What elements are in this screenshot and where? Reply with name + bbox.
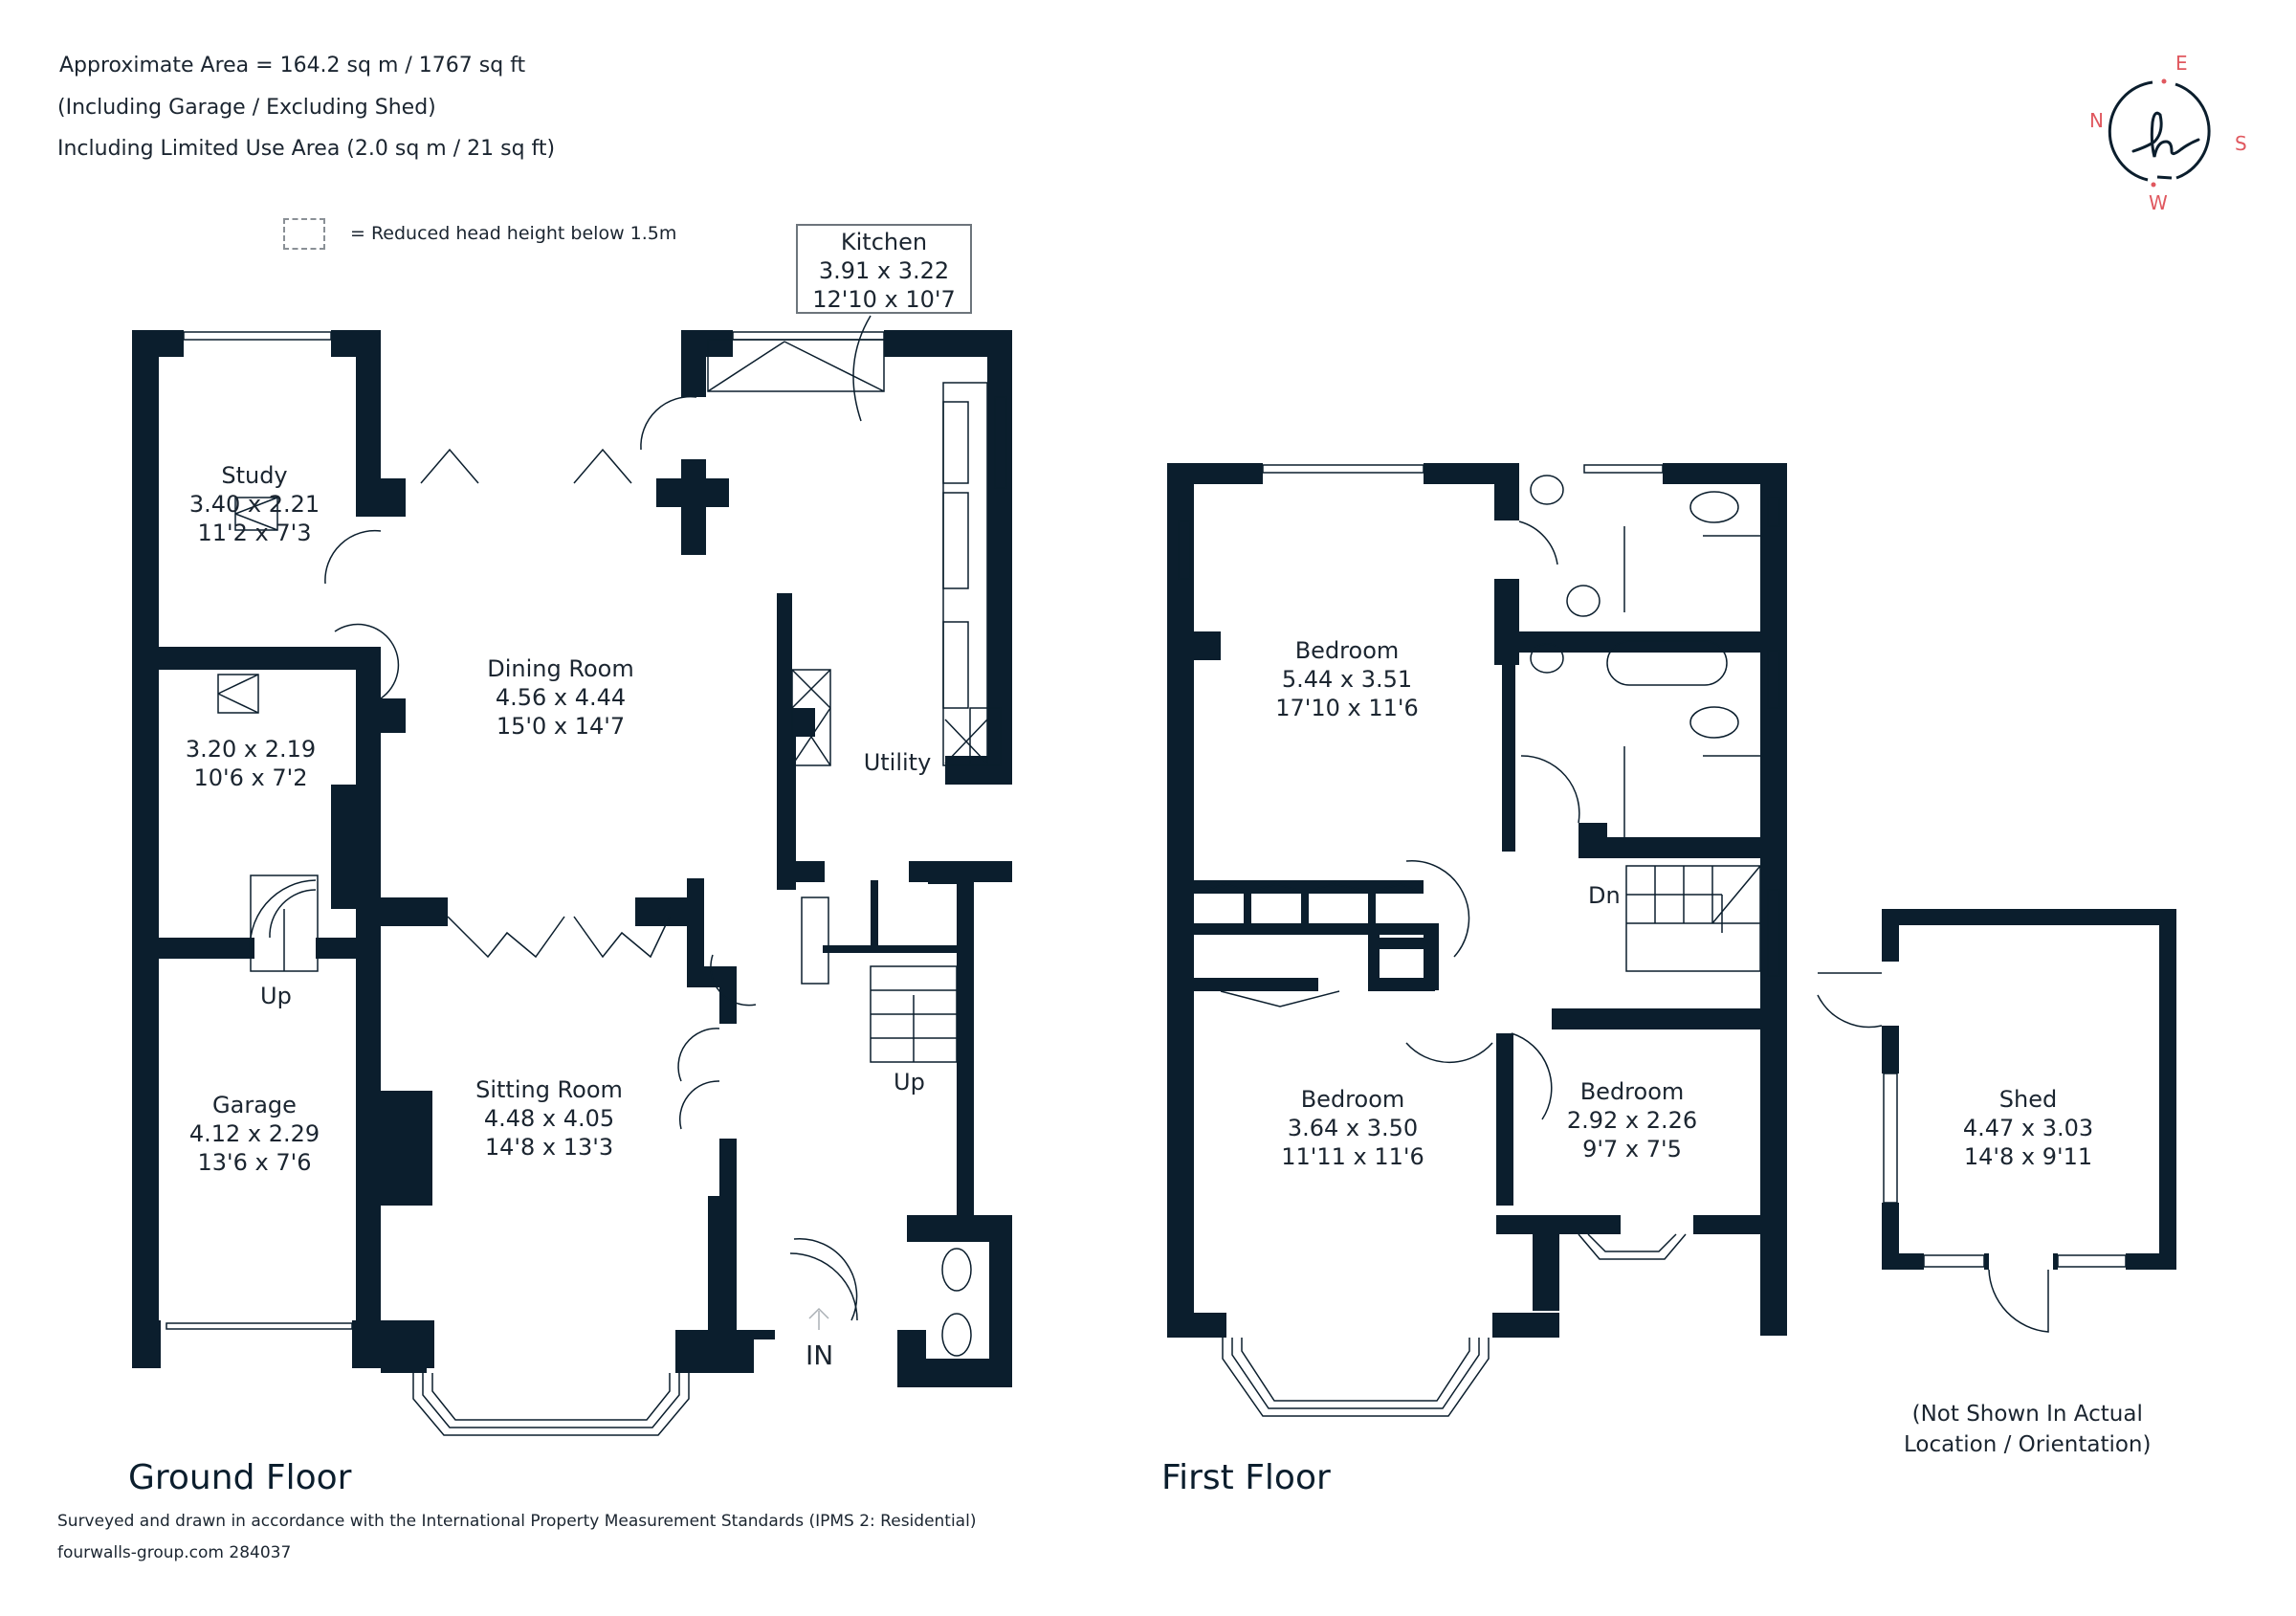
ground-floor-title: Ground Floor — [128, 1458, 352, 1497]
standards-note: Surveyed and drawn in accordance with th… — [57, 1512, 977, 1531]
shed-location-note: (Not Shown In Actual Location / Orientat… — [1904, 1399, 2151, 1460]
shed-walls — [1882, 909, 2176, 1270]
compass-south-label: S — [2235, 132, 2247, 155]
compass-north-label: N — [2089, 109, 2104, 132]
entrance-label: IN — [806, 1339, 834, 1371]
room-metric: 3.20 x 2.19 — [185, 736, 317, 763]
shed-fixtures — [1817, 972, 2127, 1333]
room-label-garage: Garage 4.12 x 2.29 13'6 x 7'6 — [189, 1091, 320, 1177]
room-name: Garage — [212, 1092, 297, 1118]
room-label-study: Study 3.40 x 2.21 11'2 x 7'3 — [189, 461, 320, 547]
ground-floor-walls — [132, 330, 1012, 1387]
stairs-up-label-garage: Up — [260, 983, 292, 1009]
compass-east-label: E — [2175, 52, 2188, 75]
room-imperial: 9'7 x 7'5 — [1582, 1136, 1682, 1162]
room-metric: 3.91 x 3.22 — [818, 257, 950, 284]
shed-note-line-2: Location / Orientation) — [1904, 1432, 2152, 1457]
shed-note-line-1: (Not Shown In Actual — [1911, 1402, 2143, 1427]
room-name: Kitchen — [840, 229, 928, 255]
reference-id: fourwalls-group.com 284037 — [57, 1543, 292, 1562]
room-label-sitting-room: Sitting Room 4.48 x 4.05 14'8 x 13'3 — [475, 1075, 623, 1162]
room-name: Bedroom — [1300, 1086, 1405, 1113]
room-label-kitchen: Kitchen 3.91 x 3.22 12'10 x 10'7 — [812, 228, 956, 314]
room-imperial: 11'11 x 11'6 — [1281, 1143, 1424, 1170]
room-label-shed: Shed 4.47 x 3.03 14'8 x 9'11 — [1963, 1085, 2093, 1171]
room-name: Bedroom — [1579, 1078, 1685, 1105]
room-label-utility: Utility — [864, 748, 932, 777]
room-name: Bedroom — [1294, 637, 1400, 664]
kitchen-callout — [796, 224, 972, 314]
room-metric: 4.48 x 4.05 — [483, 1105, 615, 1132]
room-imperial: 17'10 x 11'6 — [1275, 695, 1419, 721]
first-floor-fixtures — [1178, 464, 1780, 1417]
room-imperial: 14'8 x 9'11 — [1963, 1143, 2093, 1170]
reduced-head-height-legend-icon — [283, 218, 325, 250]
room-metric: 4.12 x 2.29 — [188, 1120, 320, 1147]
reduced-head-height-legend: = Reduced head height below 1.5m — [350, 223, 677, 244]
room-label-bedroom-1: Bedroom 5.44 x 3.51 17'10 x 11'6 — [1275, 636, 1419, 722]
room-imperial: 10'6 x 7'2 — [193, 764, 308, 791]
room-metric: 4.47 x 3.03 — [1962, 1115, 2094, 1141]
room-imperial: 13'6 x 7'6 — [197, 1149, 312, 1176]
area-inclusion-note: (Including Garage / Excluding Shed) — [57, 96, 436, 120]
room-imperial: 12'10 x 10'7 — [812, 286, 956, 313]
ground-floor-fixtures — [166, 331, 1007, 1436]
room-label-bedroom-2: Bedroom 3.64 x 3.50 11'11 x 11'6 — [1281, 1085, 1424, 1171]
compass-west-label: W — [2149, 191, 2168, 214]
area-summary: Approximate Area = 164.2 sq m / 1767 sq … — [59, 54, 526, 77]
room-name: Shed — [1998, 1086, 2058, 1113]
room-name: Dining Room — [487, 655, 634, 682]
room-metric: 3.64 x 3.50 — [1287, 1115, 1419, 1141]
stairs-down-label: Dn — [1588, 882, 1621, 909]
room-name: Sitting Room — [475, 1076, 623, 1103]
room-label-dining-room: Dining Room 4.56 x 4.44 15'0 x 14'7 — [487, 654, 633, 741]
room-imperial: 14'8 x 13'3 — [484, 1134, 614, 1161]
kitchen-callout-pointer — [852, 315, 872, 422]
room-metric: 2.92 x 2.26 — [1566, 1107, 1698, 1134]
compass-ring-icon — [2108, 78, 2211, 188]
room-label-bedroom-3: Bedroom 2.92 x 2.26 9'7 x 7'5 — [1567, 1077, 1697, 1163]
room-name: Study — [221, 462, 288, 489]
room-imperial: 15'0 x 14'7 — [496, 713, 626, 740]
limited-use-note: Including Limited Use Area (2.0 sq m / 2… — [57, 137, 556, 161]
room-label-unnamed: 3.20 x 2.19 10'6 x 7'2 — [186, 735, 316, 792]
first-floor-title: First Floor — [1161, 1458, 1331, 1497]
room-metric: 4.56 x 4.44 — [495, 684, 627, 711]
room-name: Utility — [863, 749, 932, 776]
first-floor-walls — [1167, 463, 1787, 1338]
room-metric: 3.40 x 2.21 — [188, 491, 320, 518]
compass-logo — [2105, 75, 2219, 189]
room-imperial: 11'2 x 7'3 — [197, 520, 312, 546]
room-metric: 5.44 x 3.51 — [1281, 666, 1413, 693]
stairs-up-label-hall: Up — [894, 1069, 925, 1096]
